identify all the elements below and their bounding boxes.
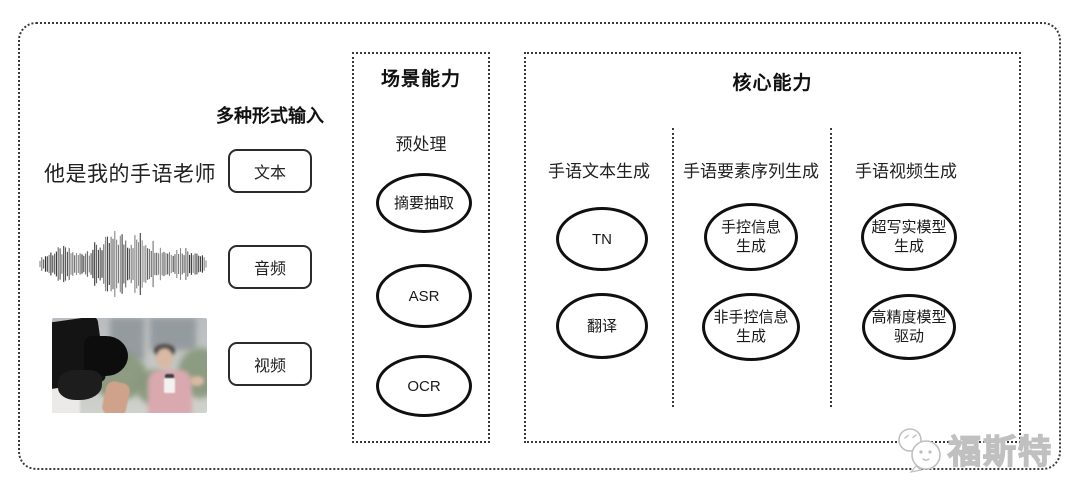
node-summary-extraction: 摘要抽取	[376, 173, 472, 233]
node-label: 生成	[735, 238, 766, 255]
node-label: 生成	[893, 238, 924, 255]
watermark-text: 福斯特	[947, 432, 1053, 470]
node-hyperreal-model-generation: 超写实模型 生成	[861, 203, 957, 271]
core-capability-title: 核心能力	[732, 73, 813, 94]
photo-microphone-top	[165, 374, 174, 380]
photo-reporter-head	[156, 348, 173, 368]
scene-capability-box: 场景能力 预处理 摘要抽取 ASR OCR	[352, 52, 490, 443]
node-manual-info-generation: 手控信息 生成	[704, 203, 798, 271]
node-label: 摘要抽取	[393, 194, 454, 212]
input-type-box-audio: 音频	[228, 245, 312, 289]
photo-reporter-hand	[190, 376, 204, 386]
input-type-box-video: 视频	[228, 342, 312, 386]
video-thumbnail	[52, 318, 207, 413]
input-section-header: 多种形式输入	[216, 106, 324, 126]
input-type-box-text: 文本	[228, 149, 312, 193]
photo-camera-strap	[58, 370, 102, 400]
column-divider	[672, 128, 674, 407]
node-nonmanual-info-generation: 非手控信息 生成	[702, 293, 800, 361]
column-header-element-sequence: 手语要素序列生成	[683, 162, 819, 181]
node-high-precision-model-driving: 高精度模型 驱动	[862, 294, 956, 360]
node-label: ASR	[408, 287, 440, 305]
photo-camera-lens	[84, 336, 128, 376]
outer-dotted-frame	[18, 22, 1061, 470]
node-tn: TN	[556, 207, 648, 271]
audio-waveform-icon	[39, 231, 207, 297]
sample-sentence-text: 他是我的手语老师	[44, 163, 216, 186]
node-label: OCR	[407, 377, 441, 395]
node-label: 高精度模型	[871, 309, 947, 326]
column-header-text-generation: 手语文本生成	[548, 162, 650, 181]
column-divider	[830, 128, 832, 407]
node-label: 翻译	[586, 317, 617, 335]
node-translation: 翻译	[556, 293, 648, 359]
scene-capability-title: 场景能力	[380, 69, 461, 90]
core-capability-box: 核心能力 手语文本生成 手语要素序列生成 手语视频生成 TN 翻译 手控信息 生…	[524, 52, 1021, 443]
node-asr: ASR	[376, 264, 472, 328]
node-label: 生成	[735, 328, 766, 345]
photo-microphone	[164, 378, 175, 393]
column-header-video-generation: 手语视频生成	[855, 162, 957, 181]
node-label: 驱动	[893, 328, 924, 345]
node-ocr: OCR	[376, 355, 472, 417]
node-label: 超写实模型	[871, 219, 947, 236]
watermark-mascot-icon	[898, 428, 941, 473]
node-label: 手控信息	[720, 219, 781, 236]
preprocess-label: 预处理	[395, 135, 447, 154]
node-label: TN	[592, 230, 612, 248]
node-label: 非手控信息	[713, 309, 789, 326]
watermark: 福斯特	[888, 418, 1066, 480]
